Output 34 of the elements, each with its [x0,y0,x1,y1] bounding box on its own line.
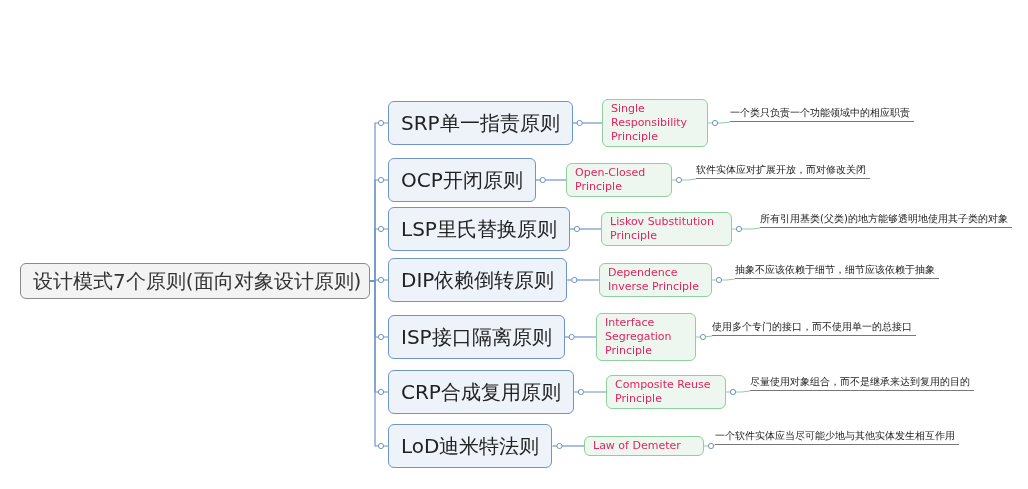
note-text: 一个软件实体应当尽可能少地与其他实体发生相互作用 [715,429,959,445]
topic-box: DIP依赖倒转原则 [388,258,568,302]
subtopic-box: Single Responsibility Principle [602,99,708,147]
topic-box: OCP开闭原则 [388,158,536,202]
note-text: 所有引用基类(父类)的地方能够透明地使用其子类的对象 [760,212,1012,228]
subtopic-box: Liskov Substitution Principle [601,212,732,246]
note-text: 软件实体应对扩展开放，而对修改关闭 [696,163,870,179]
connector-line [566,279,600,281]
subtopic-box: Dependence Inverse Principle [599,263,712,297]
connector-line [671,178,697,181]
subtopic-box: Law of Demeter [584,436,704,456]
connector-line [707,121,731,124]
connector-line [572,122,603,124]
topic-box: SRP单一指责原则 [388,101,573,145]
connector-line [711,278,736,281]
note-text: 一个类只负责一个功能领域中的相应职责 [730,106,914,122]
topic-box: LoD迪米特法则 [388,424,553,468]
connector-line [573,391,607,393]
connector-line [569,228,602,230]
root-topic-box: 设计模式7个原则(面向对象设计原则) [20,263,370,299]
connector-line [731,227,761,230]
connector-line [725,390,751,393]
topic-box: LSP里氏替换原则 [388,207,570,251]
topic-box: ISP接口隔离原则 [388,315,565,359]
connector-line [551,445,585,447]
note-text: 尽量使用对象组合，而不是继承来达到复用的目的 [750,375,974,391]
connector-line [535,179,567,181]
connector-line [564,336,597,338]
note-text: 抽象不应该依赖于细节，细节应该依赖于抽象 [735,263,939,279]
subtopic-box: Open-Closed Principle [566,163,672,197]
subtopic-box: Composite Reuse Principle [606,375,726,409]
topic-box: CRP合成复用原则 [388,370,574,414]
subtopic-box: Interface Segregation Principle [596,313,696,361]
note-text: 使用多个专门的接口，而不使用单一的总接口 [712,320,916,336]
